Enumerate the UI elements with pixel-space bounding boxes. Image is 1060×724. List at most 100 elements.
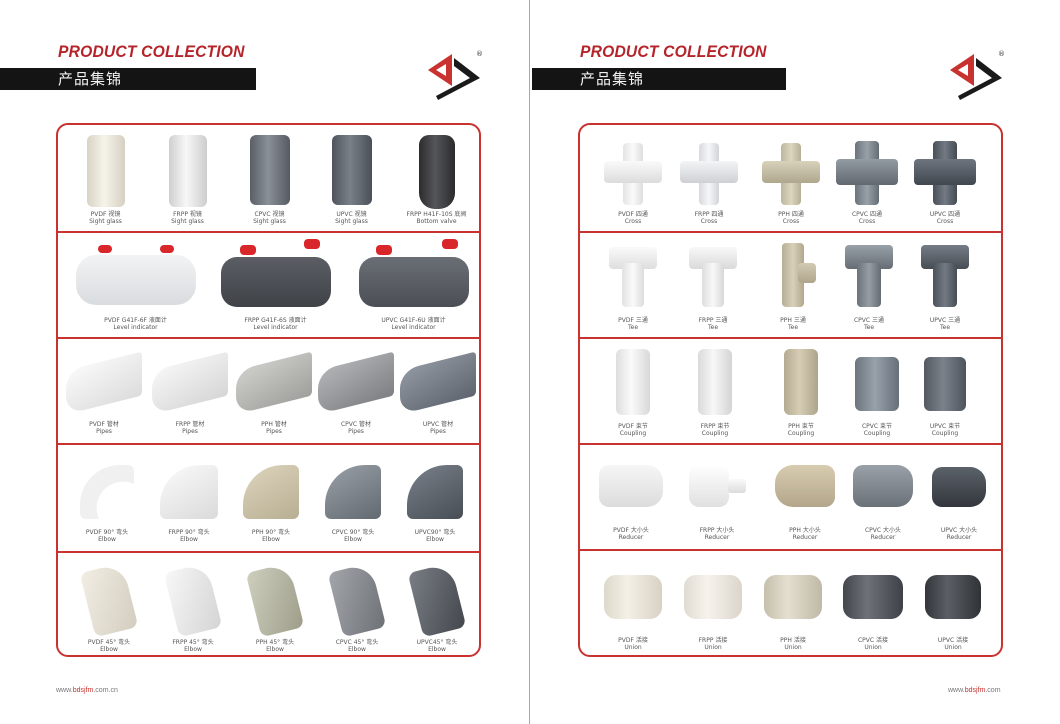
product-name-cn: FRPP 活接 xyxy=(698,637,728,644)
product-name-cn: PVDF 管材 xyxy=(89,421,119,428)
product-name-cn: PPH 管材 xyxy=(261,421,287,428)
product-name-cn: FRPP 三通 xyxy=(698,317,728,324)
product-name-en: Cross xyxy=(936,218,954,225)
level-indicator-image xyxy=(358,257,469,307)
reducer-image xyxy=(932,467,986,507)
elbow-45-image xyxy=(407,562,467,638)
product-name-en: Elbow xyxy=(266,646,284,653)
product-name-en: Sight glass xyxy=(335,218,368,225)
website-link[interactable]: www.bdsjfm.com.cn xyxy=(56,687,118,694)
tee-stem xyxy=(857,263,881,307)
url-domain: bdsjfm xyxy=(72,687,94,694)
pipe-image xyxy=(318,351,394,415)
level-indicator-image xyxy=(220,257,331,307)
product-name-cn: PVDF 45° 弯头 xyxy=(87,639,131,646)
coupling-image xyxy=(698,349,732,415)
website-link[interactable]: www.bdsjfm.com xyxy=(948,687,1001,694)
sight-glass-image xyxy=(168,135,207,207)
product-name-en: Sight glass xyxy=(253,218,286,225)
union-image xyxy=(925,575,981,619)
product-name-en: Reducer xyxy=(792,534,818,541)
product-name-cn: PVDF 大小头 xyxy=(613,527,649,534)
product-name-en: Reducer xyxy=(618,534,644,541)
product-name-en: Coupling xyxy=(701,430,729,437)
page-title-cn: 产品集锦 xyxy=(58,70,123,88)
product-name-en: Tee xyxy=(863,324,875,331)
product-name-en: Reducer xyxy=(704,534,730,541)
product-name-cn: UPVC 管材 xyxy=(422,421,454,428)
product-name-cn: CPVC 束节 xyxy=(861,423,892,430)
tee-stem xyxy=(933,263,957,307)
tee-stem xyxy=(702,263,724,307)
product-name-en: Pipes xyxy=(430,428,446,435)
product-name-cn: UPVC 大小头 xyxy=(940,527,978,534)
product-name-cn: UPVC 束节 xyxy=(929,423,961,430)
url-domain: bdsjfm xyxy=(964,687,986,694)
cross-arm xyxy=(762,161,820,183)
elbow-45-image xyxy=(327,562,387,638)
product-name-en: Sight glass xyxy=(89,218,122,225)
product-name-en: Tee xyxy=(627,324,639,331)
product-name-cn: UPVC 活接 xyxy=(937,637,969,644)
union-image xyxy=(764,575,822,619)
product-name-en: Level indicator xyxy=(113,324,158,331)
union-image xyxy=(684,575,742,619)
union-image xyxy=(604,575,662,619)
product-name-cn: CPVC 45° 弯头 xyxy=(335,639,379,646)
product-name-en: Elbow xyxy=(184,646,202,653)
product-name-cn: PPH 45° 弯头 xyxy=(255,639,295,646)
product-name-cn: PPH 三通 xyxy=(780,317,806,324)
